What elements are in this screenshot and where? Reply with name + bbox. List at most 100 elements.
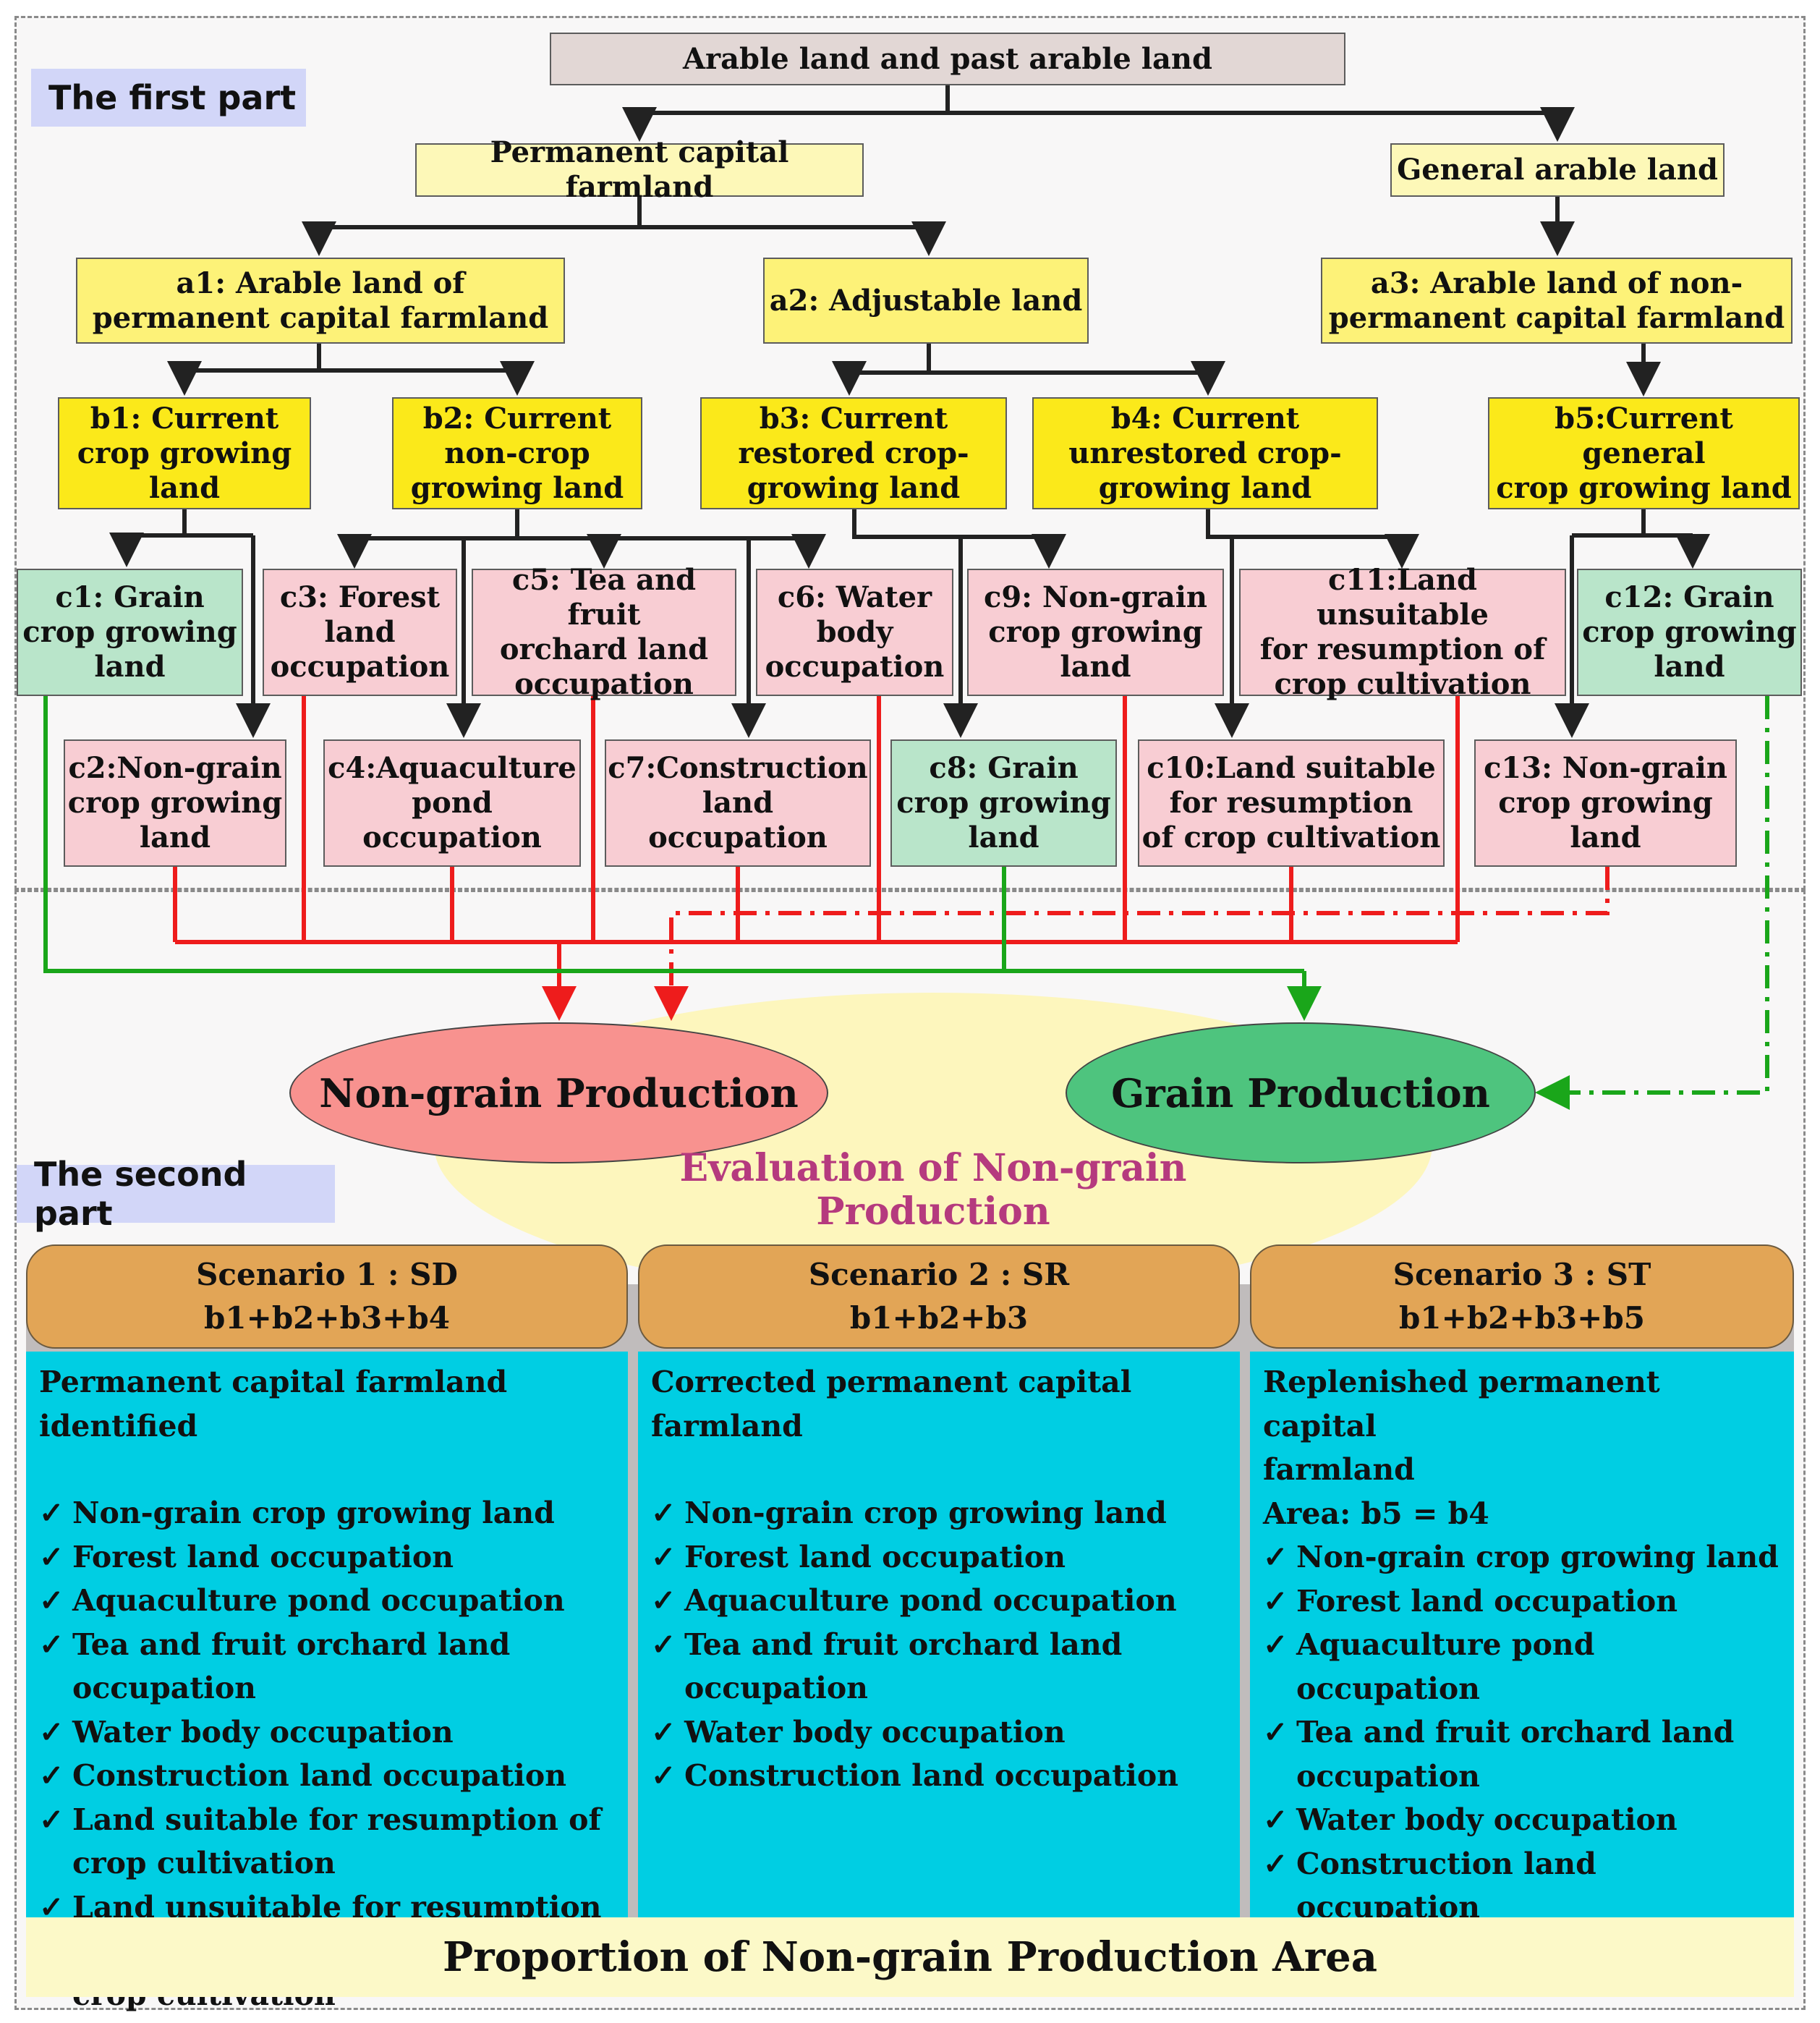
node-b5: b5:Current general crop growing land xyxy=(1488,397,1800,509)
node-c10: c10:Land suitable for resumption of crop… xyxy=(1138,739,1445,867)
list-item: ✓Forest land occupation xyxy=(651,1535,1227,1579)
node-b1: b1: Current crop growing land xyxy=(58,397,311,509)
node-permanent-capital-farmland: Permanent capital farmland xyxy=(415,135,864,204)
node-c9: c9: Non-grain crop growing land xyxy=(967,569,1224,696)
node-a3: a3: Arable land of non- permanent capita… xyxy=(1321,258,1793,344)
list-item: ✓Tea and fruit orchard land occupation xyxy=(1263,1710,1781,1798)
check-icon: ✓ xyxy=(1263,1627,1288,1662)
check-icon: ✓ xyxy=(651,1714,676,1750)
node-a2: a2: Adjustable land xyxy=(763,258,1089,344)
non-grain-production-ellipse: Non-grain Production xyxy=(289,1022,828,1163)
connector-a2 xyxy=(849,344,1208,375)
list-item: ✓Water body occupation xyxy=(1263,1798,1781,1842)
node-c12: c12: Grain crop growing land xyxy=(1577,569,1802,696)
check-icon: ✓ xyxy=(39,1496,64,1530)
scenario-3-list: ✓Non-grain crop growing land ✓Forest lan… xyxy=(1263,1535,1781,1930)
node-c13: c13: Non-grain crop growing land xyxy=(1474,739,1737,867)
second-part-label: The second part xyxy=(17,1155,335,1233)
check-icon: ✓ xyxy=(39,1714,64,1750)
list-item: ✓Construction land occupation xyxy=(39,1754,615,1798)
list-item: ✓Forest land occupation xyxy=(1263,1579,1781,1624)
flow-c1 xyxy=(43,696,1304,973)
connector-b4 xyxy=(1206,509,1402,539)
node-c2: c2:Non-grain crop growing land xyxy=(64,739,286,867)
node-c11: c11:Land unsuitable for resumption of cr… xyxy=(1239,563,1566,701)
connector-root xyxy=(639,85,1557,115)
node-c4: c4:Aquaculture pond occupation xyxy=(323,739,581,867)
check-icon: ✓ xyxy=(651,1539,676,1574)
grain-production-ellipse: Grain Production xyxy=(1066,1022,1536,1163)
check-icon: ✓ xyxy=(1263,1540,1288,1574)
check-icon: ✓ xyxy=(651,1583,676,1618)
proportion-footer: Proportion of Non-grain Production Area xyxy=(26,1917,1794,1997)
connector-a1 xyxy=(184,344,517,373)
scenario-gap-2 xyxy=(1240,1284,1250,1917)
node-c7: c7:Construction land occupation xyxy=(605,739,871,867)
scenario-2-list: ✓Non-grain crop growing land ✓Forest lan… xyxy=(651,1491,1227,1798)
node-root: Arable land and past arable land xyxy=(550,33,1345,85)
list-item: ✓Tea and fruit orchard land occupation xyxy=(651,1623,1227,1710)
list-item: ✓Aquaculture pond occupation xyxy=(39,1579,615,1623)
check-icon: ✓ xyxy=(39,1627,64,1662)
node-a1: a1: Arable land of permanent capital far… xyxy=(76,258,565,344)
flow-c13 xyxy=(654,867,1609,1021)
scenario-2-title: Scenario 2 : SR xyxy=(808,1257,1070,1292)
scenario-3-header: Scenario 3 : ST b1+b2+b3+b5 xyxy=(1250,1244,1794,1349)
list-item: ✓Non-grain crop growing land xyxy=(39,1491,615,1535)
scenario-2-header: Scenario 2 : SR b1+b2+b3 xyxy=(638,1244,1240,1349)
check-icon: ✓ xyxy=(651,1496,676,1530)
grain-dashed-flow xyxy=(1535,696,1769,1110)
list-item: ✓Water body occupation xyxy=(39,1710,615,1755)
scenario-3-title: Scenario 3 : ST xyxy=(1392,1257,1651,1292)
scenario-2-intro: Corrected permanent capital farmland xyxy=(651,1365,1132,1443)
scenario-2-formula: b1+b2+b3 xyxy=(849,1300,1029,1336)
check-icon: ✓ xyxy=(1263,1846,1288,1881)
first-part-label: The first part xyxy=(31,69,306,127)
scenario-1-title: Scenario 1 : SD xyxy=(196,1257,458,1292)
list-item: ✓Water body occupation xyxy=(651,1710,1227,1755)
non-grain-flows xyxy=(173,696,1460,1021)
scenario-1-intro: Permanent capital farmland identified xyxy=(39,1365,508,1443)
node-c8: c8: Grain crop growing land xyxy=(890,739,1117,867)
node-c1: c1: Grain crop growing land xyxy=(17,569,243,696)
list-item: ✓Land suitable for resumption of crop cu… xyxy=(39,1798,615,1886)
list-item: ✓Construction land occupation xyxy=(1263,1842,1781,1930)
scenario-3-intro: Replenished permanent capital farmland A… xyxy=(1263,1365,1660,1531)
flow-c12 xyxy=(1535,696,1769,1110)
list-item: ✓Non-grain crop growing land xyxy=(1263,1535,1781,1579)
non-grain-dashed-flow xyxy=(654,867,1609,1021)
connector-b1 xyxy=(127,509,253,538)
check-icon: ✓ xyxy=(651,1627,676,1662)
connector-pcf xyxy=(319,197,929,229)
connector-b5 xyxy=(1572,509,1693,538)
check-icon: ✓ xyxy=(1263,1583,1288,1619)
list-item: ✓Aquaculture pond occupation xyxy=(651,1579,1227,1623)
tree-connectors xyxy=(109,85,1710,738)
grain-flows xyxy=(43,696,1322,1021)
list-item: ✓Non-grain crop growing land xyxy=(651,1491,1227,1535)
check-icon: ✓ xyxy=(39,1758,64,1793)
node-b3: b3: Current restored crop- growing land xyxy=(700,397,1007,509)
node-b2: b2: Current non-crop growing land xyxy=(392,397,642,509)
check-icon: ✓ xyxy=(39,1539,64,1574)
scenario-1-formula: b1+b2+b3+b4 xyxy=(204,1300,450,1336)
list-item: ✓Forest land occupation xyxy=(39,1535,615,1579)
node-c5: c5: Tea and fruit orchard land occupatio… xyxy=(472,563,736,701)
scenario-3-formula: b1+b2+b3+b5 xyxy=(1399,1300,1645,1336)
scenario-1-body: Permanent capital farmland identified ✓N… xyxy=(26,1352,628,2012)
check-icon: ✓ xyxy=(1263,1715,1288,1750)
node-general-arable-land: General arable land xyxy=(1390,143,1725,197)
scenario-2-body: Corrected permanent capital farmland ✓No… xyxy=(638,1352,1240,1917)
scenario-gap-1 xyxy=(628,1284,638,1917)
list-item: ✓Construction land occupation xyxy=(651,1754,1227,1798)
list-item: ✓Tea and fruit orchard land occupation xyxy=(39,1623,615,1710)
connector-b2 xyxy=(354,509,809,540)
check-icon: ✓ xyxy=(39,1583,64,1618)
connector-b3 xyxy=(852,509,1049,539)
node-b4: b4: Current unrestored crop- growing lan… xyxy=(1032,397,1378,509)
list-item: ✓Aquaculture pond occupation xyxy=(1263,1623,1781,1710)
check-icon: ✓ xyxy=(651,1758,676,1793)
node-c3: c3: Forest land occupation xyxy=(263,569,457,696)
